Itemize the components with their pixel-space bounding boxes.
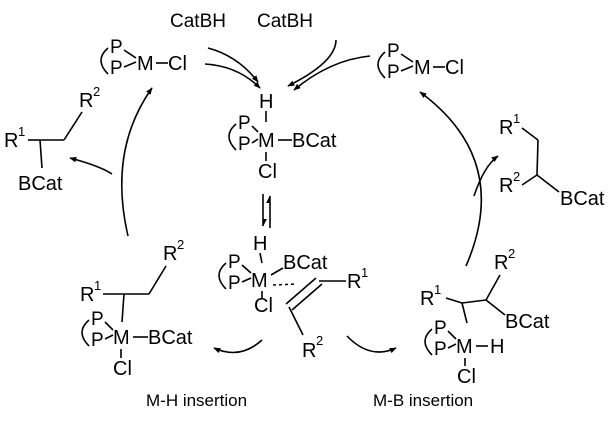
chelate-arc <box>81 319 90 347</box>
atom-p: P <box>228 273 241 294</box>
catalyst-top-right: P P M Cl <box>377 41 464 83</box>
atom-r: R <box>347 271 361 293</box>
atom-p: P <box>91 330 104 351</box>
arrow-catalyst-left <box>204 63 261 89</box>
arrow-to-mb <box>346 335 397 354</box>
superscript-2: 2 <box>93 84 100 99</box>
atom-h: H <box>490 336 504 358</box>
atom-bcat: BCat <box>148 327 193 349</box>
chelate-arc <box>228 123 237 151</box>
atom-r: R <box>79 90 93 112</box>
atom-m: M <box>258 130 275 152</box>
atom-p: P <box>228 252 241 273</box>
superscript-1: 1 <box>513 111 520 126</box>
product-left: R 2 R 1 BCat <box>4 84 100 195</box>
atom-p: P <box>387 62 400 83</box>
atom-cl: Cl <box>457 366 476 388</box>
atom-p: P <box>110 58 123 79</box>
atom-cl: Cl <box>254 295 273 317</box>
atom-bcat: BCat <box>18 173 63 195</box>
atom-r: R <box>494 252 508 274</box>
atom-m: M <box>113 327 130 349</box>
arrow-catbh-left <box>207 47 259 83</box>
atom-cl: Cl <box>258 161 277 183</box>
arrow-product-right <box>473 155 499 197</box>
atom-p: P <box>238 134 251 155</box>
superscript-1: 1 <box>94 278 101 293</box>
oxidative-addition-complex: H P P M BCat Cl <box>228 91 337 183</box>
chelate-arc <box>377 51 386 79</box>
superscript-2: 2 <box>513 169 520 184</box>
atom-cl: Cl <box>113 358 132 380</box>
catalyst-top-left: P P M Cl <box>100 37 187 79</box>
atom-r: R <box>302 340 316 362</box>
atom-m: M <box>137 53 154 75</box>
arrow-cycle-right <box>419 91 483 267</box>
reagent-catbh-left: CatBH <box>170 11 226 32</box>
caption-mb-insertion: M-B insertion <box>373 391 473 410</box>
atom-bcat: BCat <box>292 130 337 152</box>
atom-bcat: BCat <box>283 252 328 274</box>
product-right: R 1 BCat R 2 <box>499 111 605 210</box>
atom-p: P <box>110 37 123 58</box>
chelate-arc <box>218 262 227 290</box>
caption-mh-insertion: M-H insertion <box>146 391 247 410</box>
atom-p: P <box>434 339 447 360</box>
atom-h: H <box>253 233 267 255</box>
atom-r: R <box>80 284 94 306</box>
atom-m: M <box>251 270 268 292</box>
arrow-cycle-left <box>120 87 153 237</box>
atom-cl: Cl <box>168 53 187 75</box>
chelate-arc <box>424 328 433 356</box>
atom-r: R <box>163 243 177 265</box>
alkene-complex: H P P M BCat Cl R 1 R 2 <box>218 233 368 362</box>
chelate-arc <box>100 47 109 75</box>
arrow-catalyst-right <box>293 55 371 91</box>
atom-r: R <box>499 175 513 197</box>
superscript-2: 2 <box>316 333 323 348</box>
superscript-2: 2 <box>508 246 515 261</box>
atom-r: R <box>420 288 434 310</box>
atom-p: P <box>91 309 104 330</box>
atom-r: R <box>4 130 18 152</box>
arrow-to-mh <box>213 339 263 354</box>
atom-cl: Cl <box>445 57 464 79</box>
superscript-1: 1 <box>18 124 25 139</box>
atom-bcat: BCat <box>560 188 605 210</box>
atom-p: P <box>387 41 400 62</box>
arrow-catbh-right <box>287 39 337 87</box>
atom-m: M <box>414 57 431 79</box>
equilibrium-arrows <box>262 194 271 228</box>
atom-m: M <box>456 336 473 358</box>
atom-bcat: BCat <box>505 311 550 333</box>
atom-p: P <box>434 318 447 339</box>
superscript-2: 2 <box>177 237 184 252</box>
atom-h: H <box>259 91 273 113</box>
mb-insertion-intermediate: R 2 BCat R 1 P P M H Cl <box>420 246 550 388</box>
superscript-1: 1 <box>361 265 368 280</box>
arrow-product-left <box>69 156 113 175</box>
atom-r: R <box>499 117 513 139</box>
superscript-1: 1 <box>434 282 441 297</box>
atom-p: P <box>238 113 251 134</box>
mh-insertion-intermediate: R 2 R 1 P P M BCat Cl <box>80 237 193 380</box>
reaction-arrows <box>69 39 499 354</box>
reagent-catbh-right: CatBH <box>257 11 313 32</box>
